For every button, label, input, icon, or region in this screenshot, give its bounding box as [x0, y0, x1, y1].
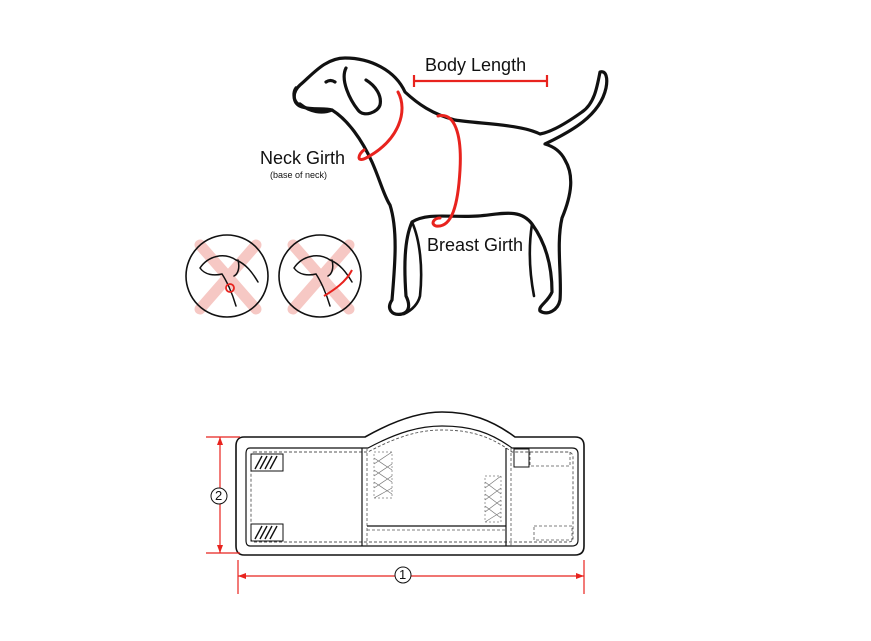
cross-icon [287, 239, 355, 315]
neck-girth-ring [357, 90, 404, 161]
width-marker-circle [394, 566, 412, 584]
body-length-label: Body Length [425, 55, 527, 75]
width-marker: 1 [399, 567, 407, 582]
breast-girth-ring [431, 114, 462, 228]
neck-girth-label: Neck Girth [260, 148, 346, 168]
velcro-patch [250, 453, 284, 542]
harness-pad [235, 411, 585, 556]
height-marker-circle [210, 487, 228, 505]
neck-girth-note: (base of neck) [270, 170, 328, 180]
dog-illustration [292, 56, 609, 316]
body-length-bar [412, 75, 549, 87]
mesh-patch [373, 451, 502, 523]
incorrect-example-1 [185, 234, 269, 318]
breast-girth-label: Breast Girth [427, 235, 524, 255]
cross-icon [194, 239, 262, 315]
incorrect-example-2 [278, 234, 362, 318]
height-marker: 2 [215, 488, 223, 503]
